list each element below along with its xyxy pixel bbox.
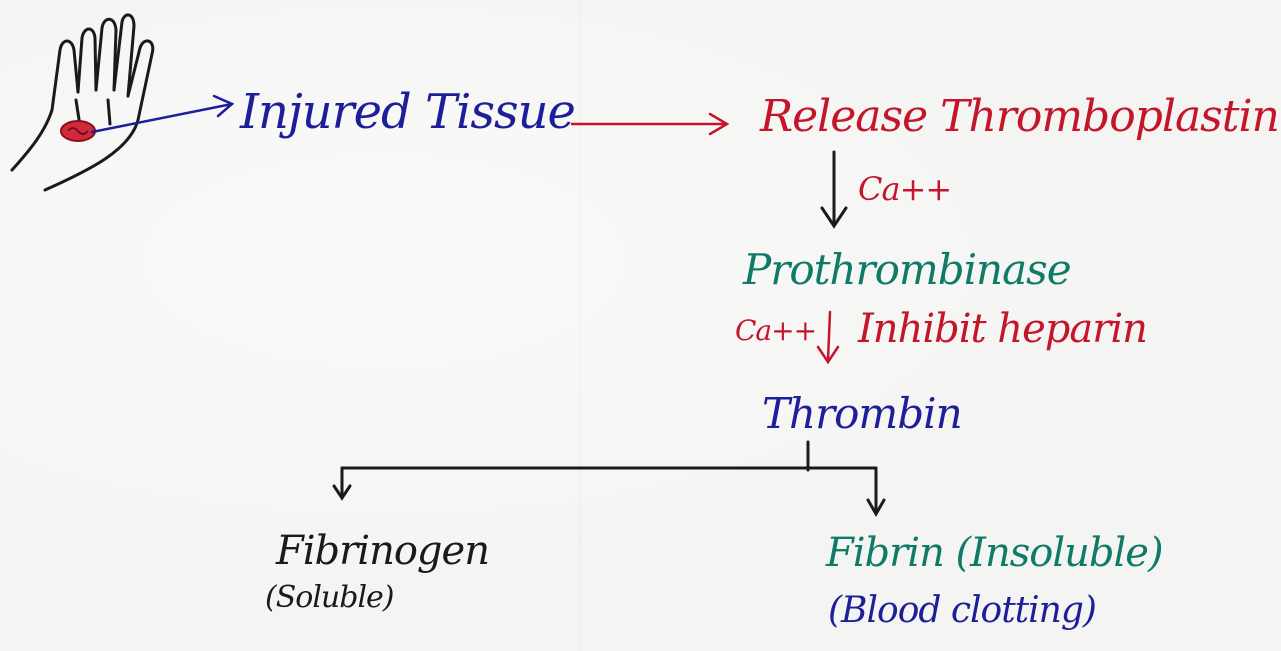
release-thromboplastin-label: Release Thromboplastin bbox=[760, 91, 1279, 142]
calcium-label-1: Ca++ bbox=[858, 170, 951, 208]
arrow-tissue-to-release bbox=[572, 114, 727, 134]
wound-mark bbox=[61, 121, 95, 141]
fibrin-label: Fibrin (Insoluble) bbox=[826, 530, 1163, 576]
arrow-release-to-prothrombinase bbox=[822, 152, 846, 226]
fibrinogen-note: (Soluble) bbox=[265, 580, 394, 615]
arrow-hand-to-tissue bbox=[92, 96, 232, 132]
prothrombinase-label: Prothrombinase bbox=[743, 245, 1071, 294]
calcium-label-2: Ca++ bbox=[735, 314, 816, 347]
injured-hand-icon bbox=[12, 15, 153, 190]
branch-connector bbox=[334, 442, 884, 514]
arrow-prothrombinase-to-thrombin bbox=[818, 312, 838, 362]
thrombin-label: Thrombin bbox=[762, 389, 962, 438]
injured-tissue-label: Injured Tissue bbox=[240, 84, 575, 140]
fibrin-note: (Blood clotting) bbox=[828, 590, 1096, 631]
fibrinogen-label: Fibrinogen bbox=[276, 528, 489, 574]
inhibit-heparin-label: Inhibit heparin bbox=[858, 306, 1147, 352]
